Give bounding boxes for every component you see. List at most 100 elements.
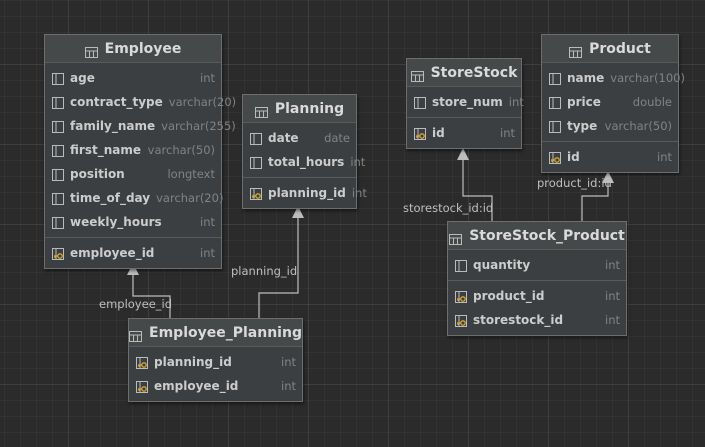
key-column-icon	[548, 150, 562, 164]
table-icon	[410, 67, 424, 82]
column-row[interactable]: type varchar(50)	[542, 114, 678, 138]
column-name: price	[567, 95, 601, 109]
column-type: int	[200, 246, 215, 260]
column-row[interactable]: weekly_hours int	[45, 210, 221, 234]
relation-label-product-id: product_id:id	[537, 176, 612, 190]
table-header[interactable]: StoreStock_Product	[448, 222, 626, 250]
column-name: total_hours	[268, 155, 345, 169]
keys-section: id int	[542, 141, 678, 172]
column-row[interactable]: date date	[243, 126, 356, 150]
column-name: planning_id	[268, 186, 346, 200]
column-name: first_name	[70, 143, 141, 157]
column-icon	[454, 258, 468, 272]
key-column-icon	[454, 289, 468, 303]
column-name: weekly_hours	[70, 215, 162, 229]
column-name: name	[567, 71, 605, 85]
key-column-icon	[249, 186, 263, 200]
column-icon	[548, 119, 562, 133]
column-type: int	[605, 313, 620, 327]
column-type: date	[324, 131, 350, 145]
table-title: Product	[589, 40, 651, 57]
key-column-icon	[413, 126, 427, 140]
column-icon	[249, 131, 263, 145]
column-row[interactable]: price double	[542, 90, 678, 114]
column-icon	[51, 71, 65, 85]
column-row[interactable]: family_name varchar(255)	[45, 114, 236, 138]
key-column-icon	[135, 355, 149, 369]
link-employee-planning-to-employee	[132, 272, 171, 318]
table-title: Employee_Planning	[149, 324, 302, 341]
column-name: store_num	[432, 95, 503, 109]
column-type: int	[657, 150, 672, 164]
table-header[interactable]: Planning	[243, 95, 356, 123]
column-icon	[548, 95, 562, 109]
column-type: double	[632, 95, 672, 109]
column-type: varchar(50)	[604, 119, 672, 133]
column-name: id	[567, 150, 580, 164]
column-name: employee_id	[70, 246, 155, 260]
table-title: StoreStock_Product	[469, 227, 625, 244]
column-icon	[51, 143, 65, 157]
column-icon	[51, 191, 65, 205]
key-column-row[interactable]: employee_id int	[45, 241, 221, 265]
column-icon	[249, 155, 263, 169]
key-column-row[interactable]: id int	[542, 145, 678, 169]
table-header[interactable]: StoreStock	[407, 59, 521, 87]
table-icon	[449, 230, 463, 245]
column-name: family_name	[70, 119, 156, 133]
column-type: int	[605, 258, 620, 272]
column-icon	[548, 71, 562, 85]
table-icon	[569, 43, 583, 58]
column-name: id	[432, 126, 445, 140]
column-type: longtext	[167, 167, 215, 181]
table-title: Employee	[104, 40, 182, 57]
table-icon	[84, 43, 98, 58]
table-title: StoreStock	[430, 64, 518, 81]
table-header[interactable]: Product	[542, 35, 678, 63]
column-name: type	[567, 119, 598, 133]
relation-label-employee-id: employee_id	[99, 297, 173, 311]
column-type: int	[605, 289, 620, 303]
table-header[interactable]: Employee	[45, 35, 221, 63]
column-icon	[51, 119, 65, 133]
column-name: date	[268, 131, 299, 145]
table-header[interactable]: Employee_Planning	[129, 319, 302, 347]
arrow-to-storestock	[457, 148, 469, 160]
keys-section: employee_id int	[45, 237, 221, 268]
table-icon	[129, 327, 143, 342]
column-type: int	[200, 215, 215, 229]
column-type: varchar(255)	[161, 119, 236, 133]
column-icon	[51, 167, 65, 181]
column-name: position	[70, 167, 125, 181]
column-icon	[51, 95, 65, 109]
column-type: varchar(20)	[156, 191, 224, 205]
key-column-icon	[135, 379, 149, 393]
column-row[interactable]: position longtext	[45, 162, 221, 186]
column-icon	[413, 95, 427, 109]
